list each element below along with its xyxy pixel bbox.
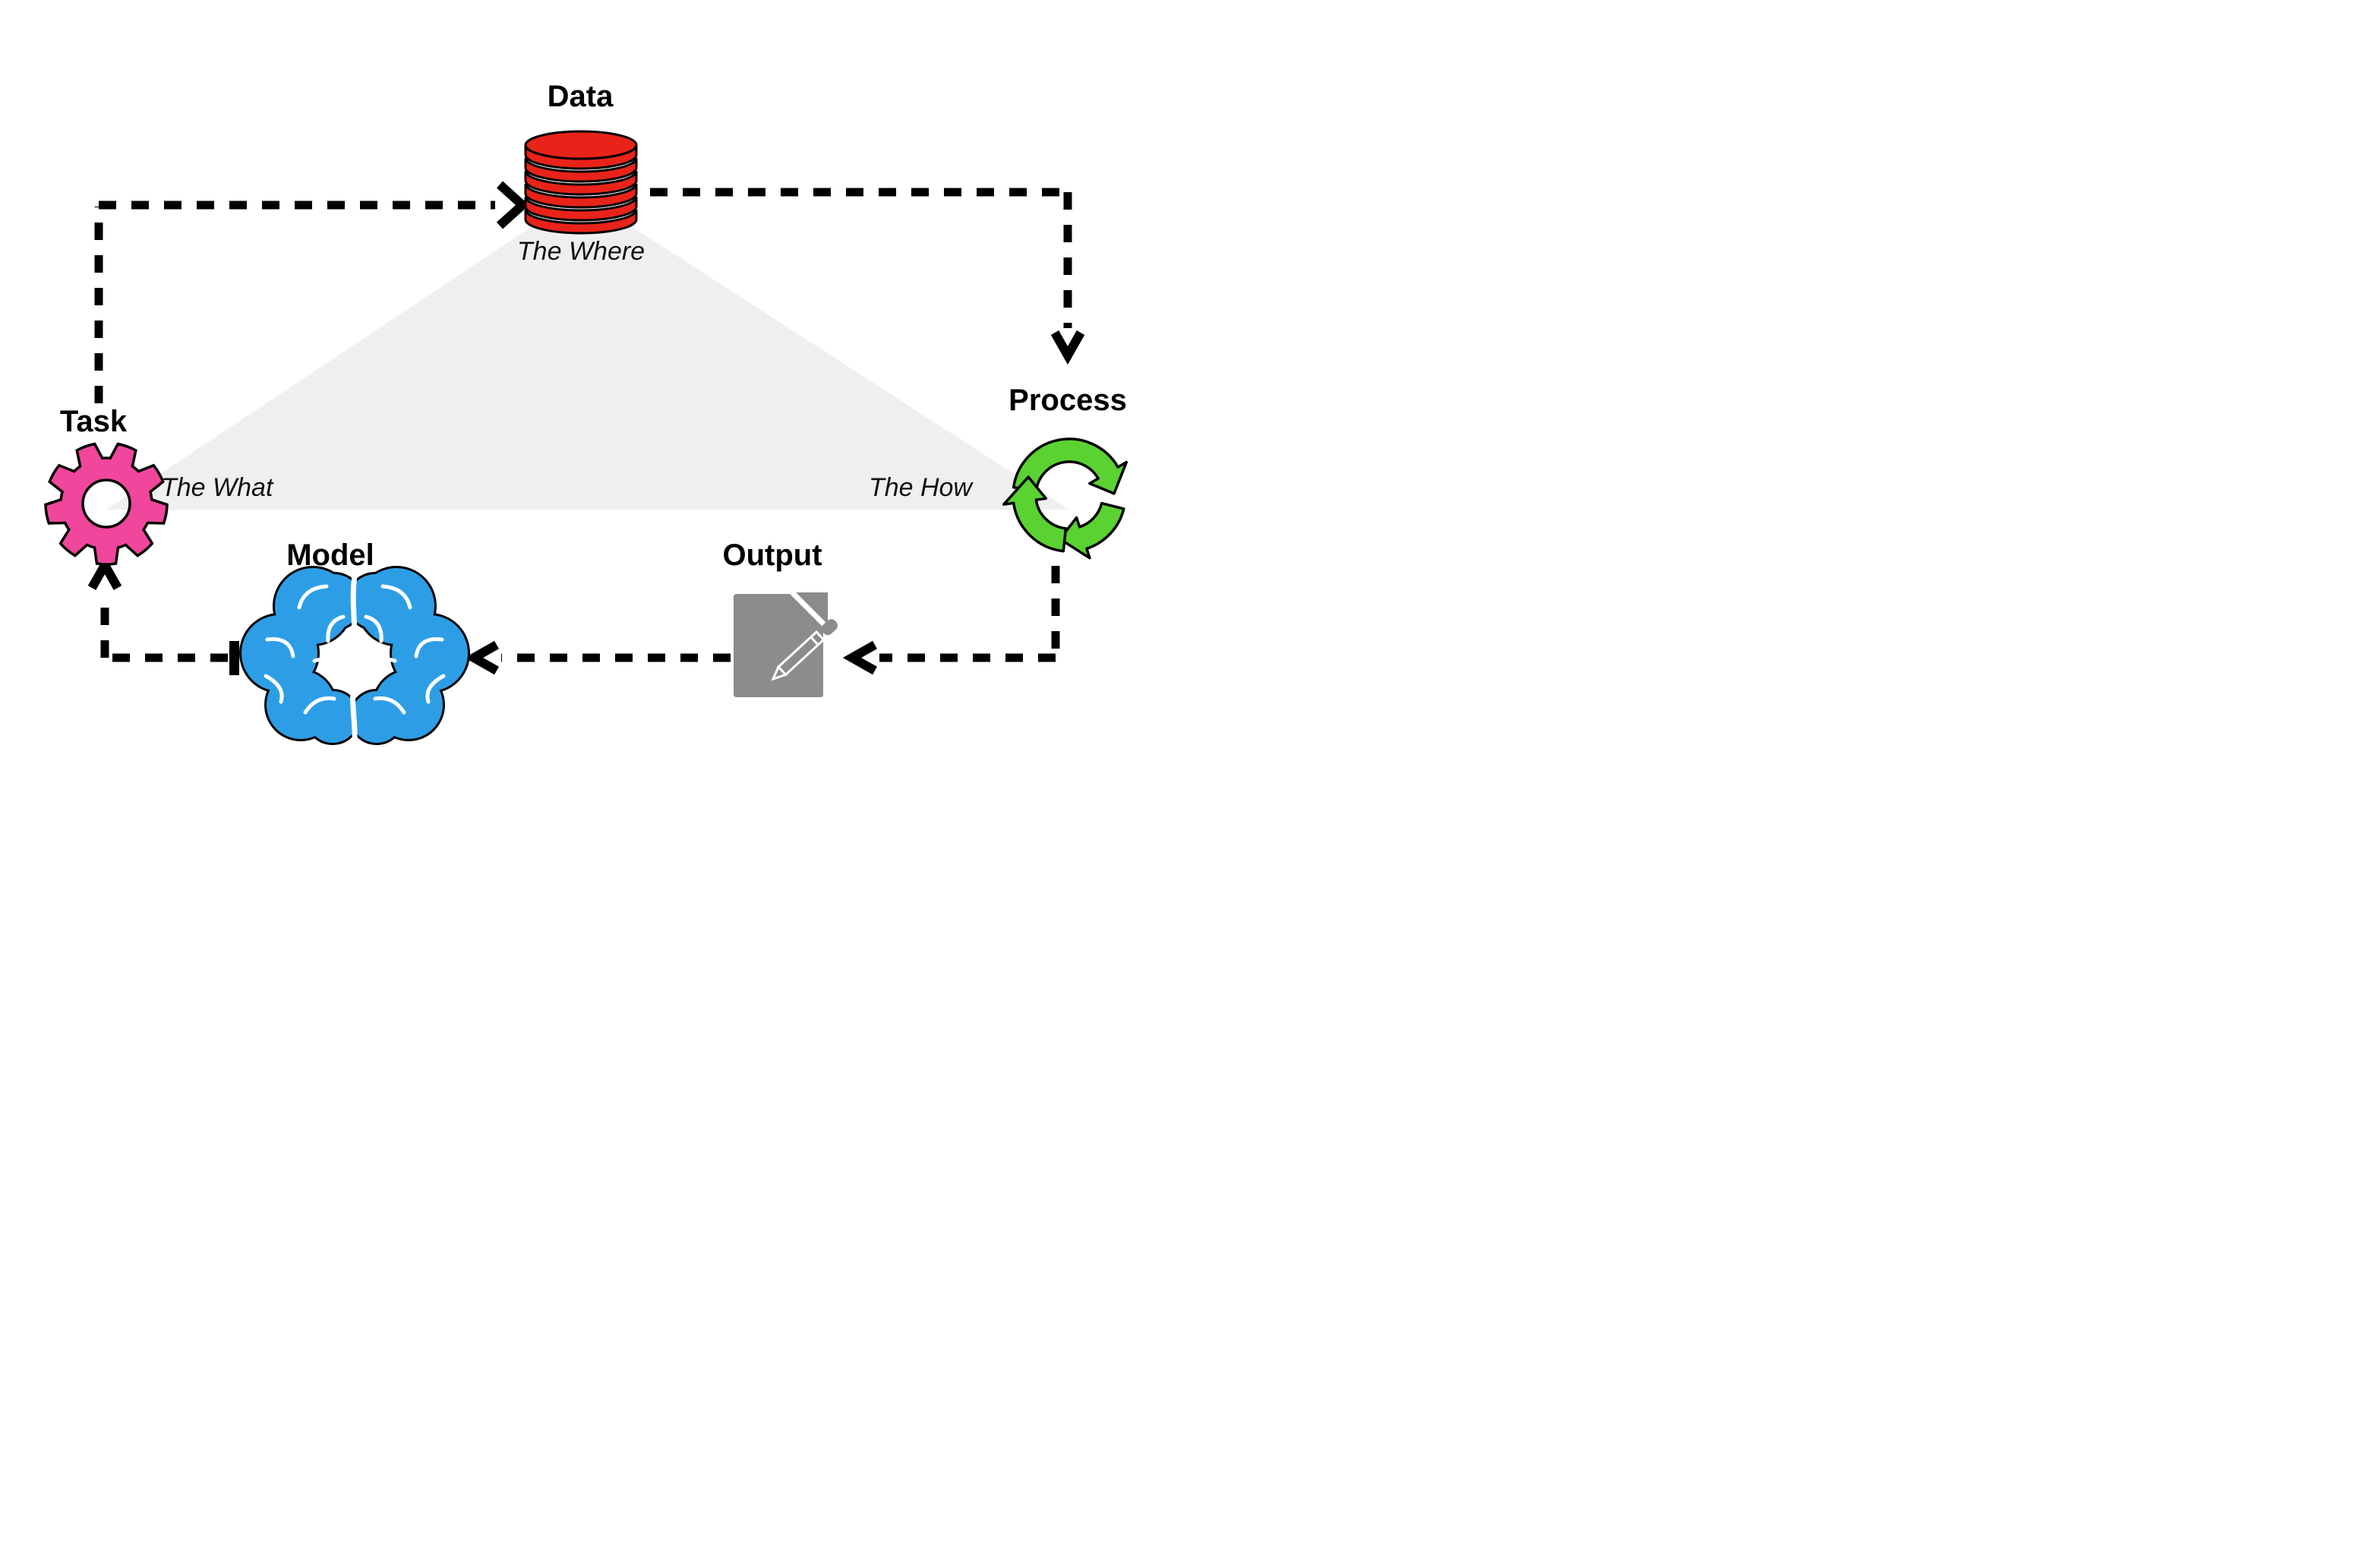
gear-icon xyxy=(44,442,169,566)
diagram-canvas: Data The Where Task The What Process The… xyxy=(0,0,1190,778)
data-caption: The Where xyxy=(517,237,645,266)
node-model: Model xyxy=(239,538,470,745)
node-output: Output xyxy=(722,538,838,697)
process-label: Process xyxy=(1009,384,1127,417)
arrowhead-right-icon xyxy=(496,181,529,229)
arrow-model-to-task xyxy=(87,555,239,675)
arrow-process-to-output xyxy=(842,566,1060,675)
document-page xyxy=(734,594,823,697)
arrowhead-down-icon xyxy=(1050,330,1085,365)
arrowhead-left-icon xyxy=(842,640,877,675)
pencil-icon xyxy=(771,619,838,681)
node-data: Data The Where xyxy=(517,80,645,266)
ml-workflow-diagram: Data The Where Task The What Process The… xyxy=(44,80,1128,745)
node-process: Process The How xyxy=(869,384,1128,560)
arrow-data-to-process xyxy=(650,188,1085,365)
task-caption: The What xyxy=(161,473,274,502)
cycle-arrows-icon xyxy=(1002,437,1128,560)
data-label: Data xyxy=(548,80,614,113)
model-label: Model xyxy=(286,538,374,572)
brain-icon xyxy=(239,566,470,745)
arrow-task-to-data xyxy=(94,181,529,403)
task-label: Task xyxy=(60,405,128,438)
folded-corner xyxy=(796,592,828,624)
arrow-output-to-model xyxy=(464,640,731,675)
arrowhead-left-icon xyxy=(464,640,499,675)
database-icon xyxy=(524,130,638,235)
arrowhead-up-icon xyxy=(87,555,122,590)
output-label: Output xyxy=(722,538,822,572)
node-task: Task The What xyxy=(44,405,274,566)
document-pencil-icon xyxy=(734,592,838,697)
tack-terminator xyxy=(229,641,239,675)
process-caption: The How xyxy=(869,473,974,502)
beam-triangle xyxy=(106,194,1069,510)
